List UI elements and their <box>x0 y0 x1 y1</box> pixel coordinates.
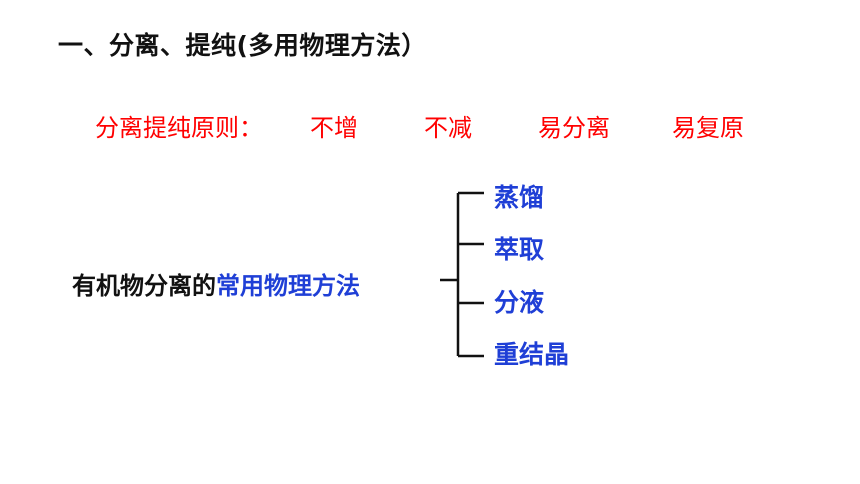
method-distillation: 蒸馏 <box>494 183 545 212</box>
principle-no-addition: 不增 <box>310 114 358 142</box>
method-liquid-separation: 分液 <box>494 288 545 317</box>
principle-easy-restore: 易复原 <box>672 114 744 142</box>
principles-label: 分离提纯原则： <box>95 114 263 142</box>
center-label-lead: 有机物分离的 <box>72 272 216 300</box>
slide-title: 一、分离、提纯(多用物理方法） <box>58 31 427 60</box>
principle-no-reduction: 不减 <box>424 114 472 142</box>
separation-principles: 分离提纯原则： 不增 不减 易分离 易复原 <box>0 108 860 144</box>
center-label-accent: 常用物理方法 <box>216 272 360 300</box>
method-recrystallization: 重结晶 <box>494 340 570 369</box>
organic-separation-label: 有机物分离的常用物理方法 <box>72 266 360 301</box>
principle-easy-separation: 易分离 <box>538 114 610 142</box>
method-extraction: 萃取 <box>494 235 545 264</box>
